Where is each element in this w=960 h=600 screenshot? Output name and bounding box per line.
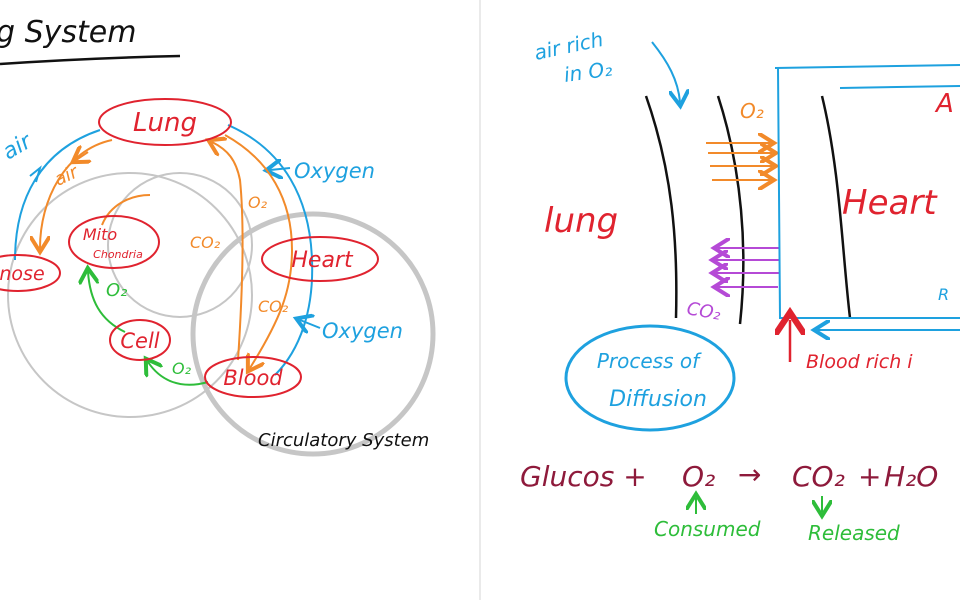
air-inner-arrow: [76, 152, 88, 160]
o2-green-bottom-label: O₂: [172, 359, 192, 378]
circulatory-system-label: Circulatory System: [258, 430, 429, 451]
blood-label: Blood: [223, 366, 283, 390]
blood-node: [204, 356, 302, 398]
cell-label: Cell: [120, 329, 159, 353]
heart-side-label: Heart: [842, 183, 938, 223]
process-line1: Process of: [597, 349, 702, 373]
nose-node: [0, 254, 61, 292]
inner-grey-circle: [107, 172, 253, 318]
o2-diffusion-label: O₂: [740, 99, 764, 123]
air-inner-path: [40, 139, 113, 248]
oxygen-mid-arrow: [300, 320, 321, 328]
o2-orange-label: O₂: [248, 193, 268, 212]
lung-side-label: lung: [544, 201, 618, 241]
process-of-diffusion-oval: [564, 324, 736, 432]
inner-top-vessel-line: [839, 85, 960, 89]
o2-green-left-label: O₂: [106, 280, 127, 301]
consumed-label: Consumed: [654, 517, 761, 541]
o2-lung-to-heart-path: [224, 134, 294, 368]
top-vessel-line: [774, 64, 960, 69]
equation-plus: +: [858, 460, 881, 493]
oxygen-path-line: [227, 124, 314, 376]
blood-rich-label: Blood rich i: [806, 351, 913, 373]
equation-arrow: →: [738, 458, 761, 491]
atrium-label: A: [934, 89, 954, 119]
equation-h2o: H₂O: [884, 460, 938, 493]
equation-co2: CO₂: [792, 460, 845, 493]
heart-node: [261, 236, 379, 282]
mito-connector-path: [101, 194, 151, 226]
heart-label: Heart: [291, 248, 354, 273]
mitochondria-label-line1: Mito: [83, 225, 118, 244]
right-panel: air rich in O₂ O₂ CO₂ lung Heart A R Blo…: [520, 27, 960, 545]
o2-blood-to-cell-path: [148, 362, 209, 386]
in-o2-label: in O₂: [562, 56, 613, 86]
air-arrow-head: [29, 165, 42, 183]
air-outer-label: air: [0, 128, 37, 165]
heart-box-left-wall: [820, 95, 852, 319]
respiratory-system-circle: [7, 172, 253, 418]
o2-cell-to-mito-path: [88, 272, 126, 333]
cell-node: [109, 319, 171, 361]
lung-label: Lung: [133, 108, 197, 138]
mitochondria-label-line2: Chondria: [93, 248, 143, 261]
right-edge-label: R: [938, 285, 949, 304]
oxygen-top-arrow: [270, 168, 291, 170]
left-panel: g System Lung nose Mito Chondria Heart: [0, 15, 436, 457]
alveolus-left-wall: [644, 95, 678, 319]
oxygen-top-label: Oxygen: [294, 159, 375, 183]
co2-heart-label: CO₂: [258, 297, 289, 316]
page-title: g System: [0, 15, 136, 50]
process-line2: Diffusion: [609, 387, 707, 412]
air-inflow-arrow: [651, 41, 680, 102]
co2-diffusion-label: CO₂: [685, 298, 722, 325]
co2-center-label: CO₂: [190, 233, 221, 252]
oxygen-mid-label: Oxygen: [322, 319, 403, 343]
equation-o2: O₂: [682, 460, 715, 493]
air-inner-label: air: [51, 161, 83, 191]
title-underline: [0, 54, 181, 66]
lung-node: [98, 98, 232, 146]
released-label: Released: [808, 521, 900, 545]
co2-return-path: [212, 142, 244, 361]
nose-label: nose: [0, 263, 45, 285]
mitochondria-node: [68, 215, 160, 269]
equation-glucose: Glucos +: [520, 460, 647, 493]
air-outer-arc: [14, 129, 101, 261]
circulatory-system-circle: [190, 211, 436, 457]
alveolus-right-wall: [716, 95, 745, 325]
